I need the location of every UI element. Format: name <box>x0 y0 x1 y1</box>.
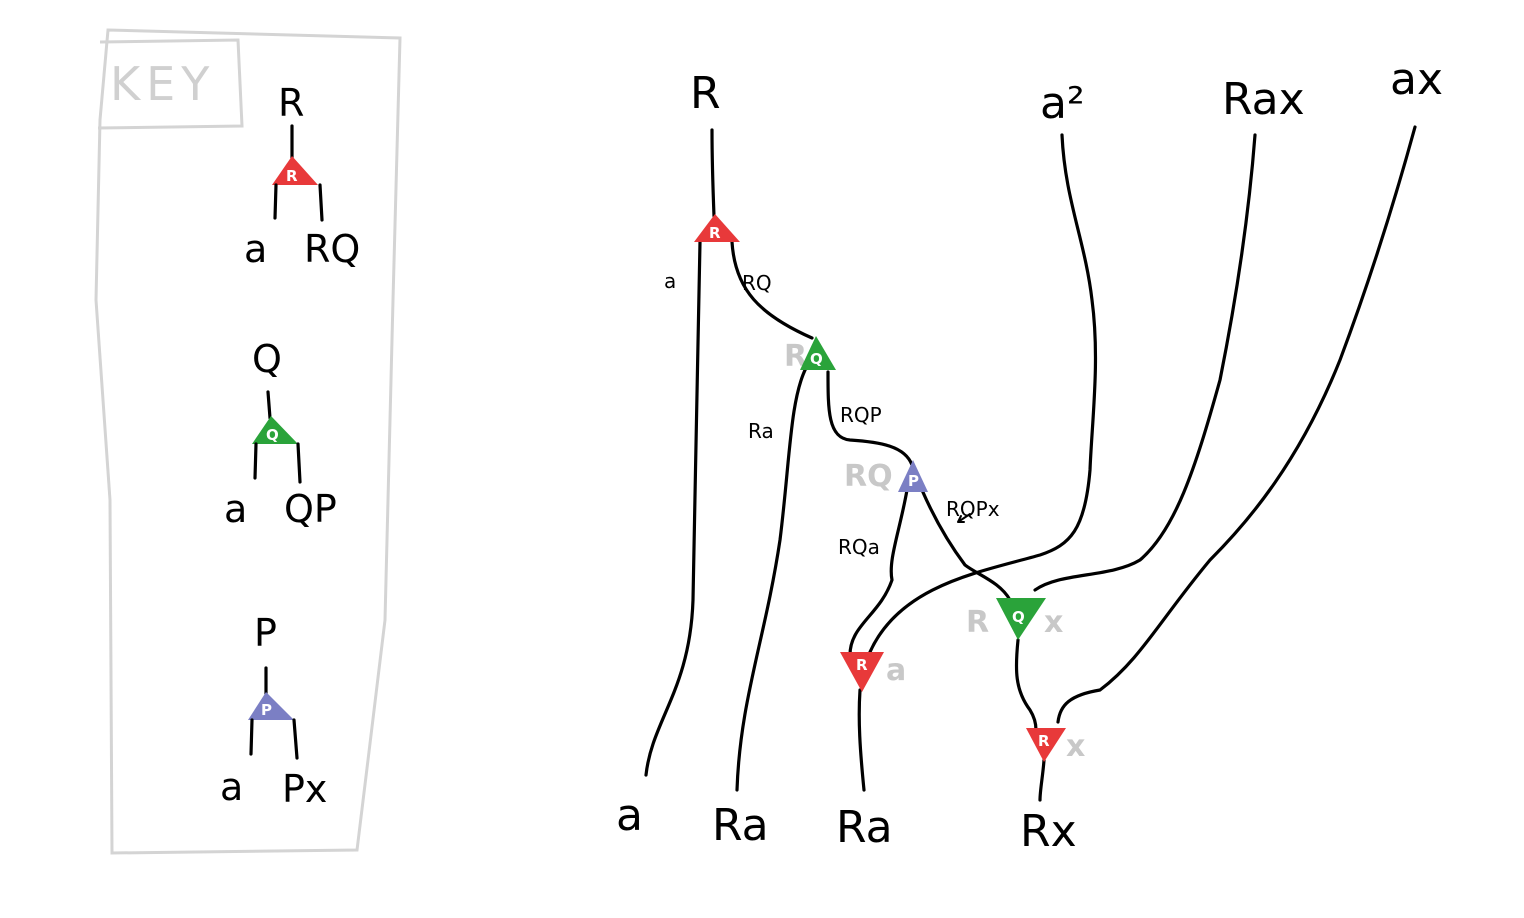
node-r-top-triangle <box>694 214 740 242</box>
wire-ax <box>1056 125 1417 724</box>
wire-rqa <box>848 488 909 657</box>
wire-label-rq: RQ <box>742 271 772 295</box>
wire-a2 <box>868 133 1098 654</box>
key-item-r: R R a RQ <box>244 81 360 271</box>
key-r-right-label: RQ <box>304 227 360 271</box>
wire-r-in <box>710 128 716 218</box>
wire-label-rqa: RQa <box>838 535 880 559</box>
wire-label-rqpx: RQPx <box>946 497 1000 521</box>
wire-ra-mid <box>857 688 866 792</box>
node-q-lower: R Q x <box>966 598 1063 640</box>
wire-label-arrow <box>957 513 971 523</box>
node-r-merge-a-glyph: R <box>856 656 868 674</box>
key-p-left-wire <box>249 718 254 756</box>
node-q-upper: R Q <box>784 336 836 374</box>
input-label-ax: ax <box>1390 54 1443 105</box>
key-r-left-label: a <box>244 227 267 271</box>
key-q-glyph: Q <box>266 426 279 444</box>
key-title-box <box>97 38 244 130</box>
node-r-top: R <box>694 214 740 242</box>
key-q-top-wire <box>266 390 272 420</box>
input-label-a2: a² <box>1040 78 1085 129</box>
wire-label-a: a <box>664 269 676 293</box>
key-r-glyph: R <box>286 167 298 185</box>
key-p-right-wire <box>292 718 299 760</box>
wire-rx-out <box>1038 758 1046 802</box>
node-p-triangle <box>898 460 928 492</box>
key-p-top-label: P <box>254 611 277 655</box>
node-p-glyph: P <box>908 472 919 490</box>
wire-label-rqp: RQP <box>840 403 882 427</box>
output-label-a: a <box>616 790 643 841</box>
node-q-upper-triangle <box>800 336 836 370</box>
node-q-upper-ghost-left: R <box>784 339 807 374</box>
key-r-left-wire <box>273 183 278 220</box>
node-r-merge-a-ghost-right: a <box>886 653 906 688</box>
wire-ra-left <box>735 366 808 792</box>
wire-q-to-r <box>1014 638 1038 732</box>
node-r-merge-x-ghost-right: x <box>1066 729 1085 764</box>
output-label-ra-1: Ra <box>712 800 769 851</box>
wire-rax <box>1033 133 1257 592</box>
key-r-top-label: R <box>278 81 304 125</box>
node-q-upper-glyph: Q <box>810 350 823 368</box>
node-r-top-glyph: R <box>709 224 721 242</box>
node-q-lower-triangle <box>996 598 1046 640</box>
key-p-right-label: Px <box>282 767 327 811</box>
wire-a-out <box>644 240 702 777</box>
key-title: KEY <box>110 57 215 111</box>
key-p-triangle <box>248 692 294 720</box>
node-q-lower-glyph: Q <box>1012 608 1025 626</box>
key-q-left-wire <box>253 442 258 480</box>
node-r-merge-a-triangle <box>840 652 884 692</box>
node-r-merge-x: R x <box>1026 728 1085 764</box>
wire-rqp <box>826 370 914 467</box>
main-diagram: R a² Rax ax a RQ Ra RQP RQa RQPx R R <box>616 54 1443 857</box>
key-panel: KEY R R a RQ Q Q a QP P P <box>94 28 402 855</box>
key-q-right-wire <box>296 442 302 484</box>
node-q-lower-ghost-left: R <box>966 605 989 640</box>
output-label-ra-2: Ra <box>836 802 893 853</box>
key-p-left-label: a <box>220 765 243 809</box>
key-q-top-label: Q <box>252 337 282 381</box>
key-r-triangle <box>272 156 318 185</box>
input-label-r: R <box>690 68 721 119</box>
node-r-merge-x-triangle <box>1026 728 1066 762</box>
node-p-ghost-left: RQ <box>844 459 893 494</box>
key-q-triangle <box>252 416 298 444</box>
key-q-left-label: a <box>224 487 247 531</box>
key-border <box>94 28 402 855</box>
key-item-p: P P a Px <box>220 611 327 811</box>
key-p-glyph: P <box>261 701 272 719</box>
key-q-right-label: QP <box>284 487 337 531</box>
key-r-right-wire <box>318 183 324 222</box>
wire-rq <box>730 240 814 340</box>
output-label-rx: Rx <box>1020 806 1077 857</box>
node-p: RQ P <box>844 459 928 494</box>
input-label-rax: Rax <box>1222 74 1305 125</box>
wire-rqpx <box>920 488 1012 602</box>
wire-label-ra: Ra <box>748 419 774 443</box>
node-r-merge-a: R a <box>840 652 906 692</box>
key-item-q: Q Q a QP <box>224 337 337 531</box>
node-q-lower-ghost-right: x <box>1044 605 1063 640</box>
node-r-merge-x-glyph: R <box>1038 732 1050 750</box>
